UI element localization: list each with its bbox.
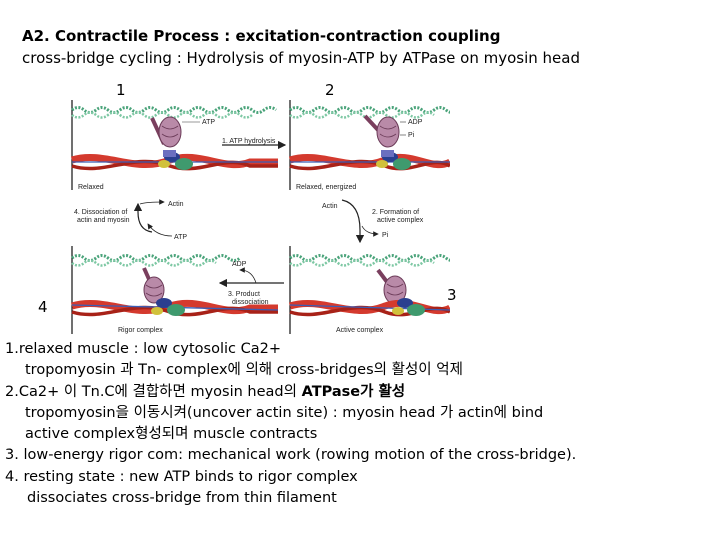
transition-label-3a: 3. Product	[228, 291, 260, 298]
transition-label-2a: 2. Formation of	[372, 209, 419, 216]
transition-formation-active-complex: Actin 2. Formation of active complex Pi	[322, 199, 424, 244]
myosin-head	[376, 116, 400, 148]
thick-filament-strand	[71, 106, 277, 114]
molecule-label-adp-released: ADP	[232, 261, 247, 268]
panel-relaxed-energized: ADP Pi Relaxed, energized	[288, 100, 450, 191]
molecule-label-atp: ATP	[202, 119, 215, 126]
molecule-label-actin-released: Actin	[168, 201, 184, 208]
slide-subtitle: cross-bridge cycling : Hydrolysis of myo…	[22, 49, 580, 67]
note-line-2: tropomyosin 과 Tn- complex에 의해 cross-brid…	[25, 362, 463, 379]
transition-label-3b: dissociation	[232, 299, 269, 306]
panel-relaxed: ATP Relaxed	[70, 100, 278, 191]
molecule-label-atp-bound: ATP	[174, 234, 187, 241]
panel-caption-relaxed: Relaxed	[78, 184, 104, 191]
transition-label-4b: actin and myosin	[77, 217, 130, 224]
molecule-label-adp: ADP	[408, 119, 423, 126]
panel-rigor-complex: Rigor complex	[70, 246, 279, 334]
transition-label-4a: 4. Dissociation of	[74, 209, 127, 216]
transition-atp-hydrolysis: 1. ATP hydrolysis	[222, 138, 287, 150]
explanation-notes: 1.relaxed muscle : low cytosolic Ca2+ tr…	[5, 339, 717, 509]
note-line-1: 1.relaxed muscle : low cytosolic Ca2+	[5, 341, 282, 357]
note-line-3: 2.Ca2+ 이 Tn.C에 결합하면 myosin head의 ATPase가…	[5, 382, 717, 403]
arrow-down	[341, 199, 365, 244]
molecule-label-pi-released: Pi	[382, 232, 389, 239]
step-number-2: 2	[325, 81, 335, 99]
note-line-7: 4. resting state : new ATP binds to rigo…	[5, 468, 358, 485]
transition-label-1: 1. ATP hydrolysis	[222, 138, 276, 145]
myosin-head	[158, 116, 182, 148]
transition-label-2b: active complex	[377, 217, 424, 224]
molecule-label-pi: Pi	[408, 132, 415, 139]
panel-caption-rigor-complex: Rigor complex	[118, 327, 163, 334]
atpase-highlight: ATPase가 활성	[301, 383, 406, 400]
myosin-head	[143, 276, 165, 304]
panel-caption-active-complex: Active complex	[336, 327, 384, 334]
note-line-5: active complex형성되며 muscle contracts	[25, 426, 318, 443]
transition-dissociation: Actin 4. Dissociation of actin and myosi…	[74, 199, 187, 241]
cross-bridge-cycle-diagram: ATP Relaxed ADP Pi Relaxed, energized	[70, 100, 450, 334]
transition-product-dissociation: ADP 3. Product dissociation	[218, 261, 284, 306]
slide-title: A2. Contractile Process : excitation-con…	[22, 27, 501, 45]
step-number-4: 4	[38, 298, 48, 316]
panel-active-complex: Active complex	[288, 246, 450, 334]
note-line-6: 3. low-energy rigor com: mechanical work…	[5, 447, 577, 464]
note-line-4: tropomyosin을 이동시켜(uncover actin site) : …	[25, 404, 544, 421]
note-line-3-text: 2.Ca2+ 이 Tn.C에 결합하면 myosin head의	[5, 383, 302, 400]
note-line-8: dissociates cross-bridge from thin filam…	[27, 490, 337, 507]
panel-caption-relaxed-energized: Relaxed, energized	[296, 184, 356, 191]
step-number-3: 3	[447, 286, 457, 304]
molecule-label-actin: Actin	[322, 203, 338, 210]
step-number-1: 1	[116, 81, 126, 99]
arrow-up	[133, 202, 153, 233]
